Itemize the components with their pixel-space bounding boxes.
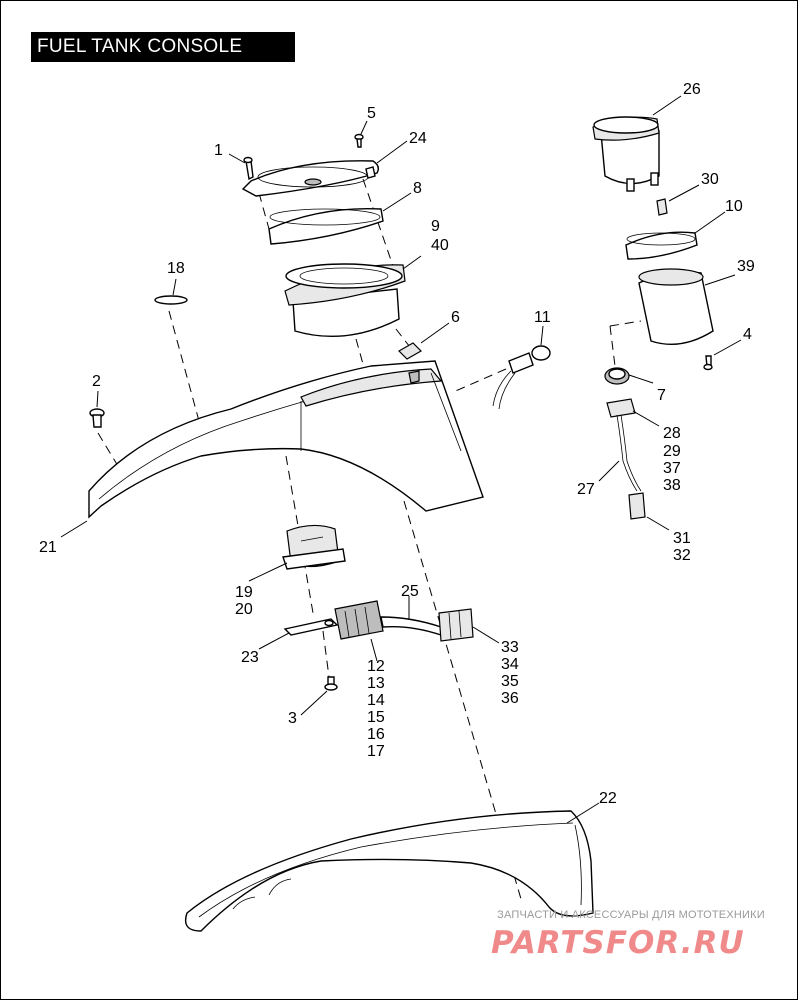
callout-28: 28 [663, 425, 681, 442]
callout-10: 10 [725, 198, 743, 215]
callout-8: 8 [413, 180, 422, 197]
page-title: FUEL TANK CONSOLE [31, 32, 295, 62]
wiring-harness-27 [606, 398, 646, 520]
screw-1 [243, 156, 254, 181]
callout-17: 17 [367, 743, 385, 760]
watermark-logo-text: PARTSFOR.RU [491, 925, 745, 961]
callout-11: 11 [534, 309, 551, 326]
callout-39: 39 [737, 258, 755, 275]
callout-21: 21 [39, 539, 57, 556]
callout-14: 14 [367, 692, 385, 709]
callout-32: 32 [673, 547, 691, 564]
connector-33 [438, 608, 474, 642]
clip-24 [365, 166, 376, 179]
grommet-7 [604, 367, 630, 385]
callout-2: 2 [92, 373, 101, 390]
callout-15: 15 [367, 709, 385, 726]
callout-29: 29 [663, 443, 681, 460]
gasket-18 [154, 295, 188, 305]
lamp-socket-11 [492, 345, 551, 410]
callout-20: 20 [235, 601, 253, 618]
callout-24: 24 [409, 130, 427, 147]
callout-9: 9 [431, 218, 440, 235]
callout-7: 7 [657, 387, 666, 404]
bezel-ring-24 [241, 160, 380, 197]
callout-23: 23 [241, 649, 259, 666]
trim-ring-10 [625, 231, 698, 260]
screw-5 [354, 133, 364, 148]
callout-30: 30 [701, 171, 719, 188]
watermark-caption: ЗАПЧАСТИ И АКСЕССУАРЫ ДЛЯ МОТОТЕХНИКИ [497, 909, 765, 921]
leader-lines [60, 95, 742, 824]
callout-19: 19 [235, 584, 253, 601]
callout-6: 6 [451, 309, 460, 326]
screw-4 [703, 355, 713, 371]
bulb-30 [656, 198, 668, 216]
callout-40: 40 [431, 237, 449, 254]
trim-ring-8 [268, 207, 384, 245]
harness-25 [380, 616, 442, 636]
gauge-housing-39 [638, 268, 714, 346]
clip-6 [398, 342, 422, 360]
callout-26: 26 [683, 81, 701, 98]
callout-4: 4 [743, 326, 752, 343]
callout-12: 12 [367, 658, 385, 675]
callout-18: 18 [167, 260, 185, 277]
callout-16: 16 [367, 726, 385, 743]
callout-36: 36 [501, 690, 519, 707]
fuel-tank-console-21 [88, 360, 484, 519]
callout-13: 13 [367, 675, 385, 692]
callout-37: 37 [663, 460, 681, 477]
callout-3: 3 [288, 710, 297, 727]
screw-2 [89, 408, 105, 428]
console-trim-22 [184, 810, 594, 932]
callout-27: 27 [577, 481, 595, 498]
callout-5: 5 [367, 105, 376, 122]
callout-22: 22 [599, 790, 617, 807]
callout-38: 38 [663, 477, 681, 494]
connector-12 [334, 600, 384, 640]
switch-19 [282, 524, 346, 570]
callout-25: 25 [401, 583, 419, 600]
callout-1: 1 [214, 142, 223, 159]
callout-35: 35 [501, 673, 519, 690]
watermark-logo: PARTSFOR.RU [491, 925, 745, 961]
callout-33: 33 [501, 639, 519, 656]
tachometer-26 [592, 116, 660, 192]
callout-labels: 1 5 24 8 9 40 18 6 11 2 21 26 30 10 39 4… [39, 81, 755, 807]
screw-3 [324, 676, 338, 691]
callout-31: 31 [673, 530, 691, 547]
bracket-23 [283, 618, 339, 636]
speedometer-9 [284, 263, 406, 338]
callout-34: 34 [501, 656, 519, 673]
